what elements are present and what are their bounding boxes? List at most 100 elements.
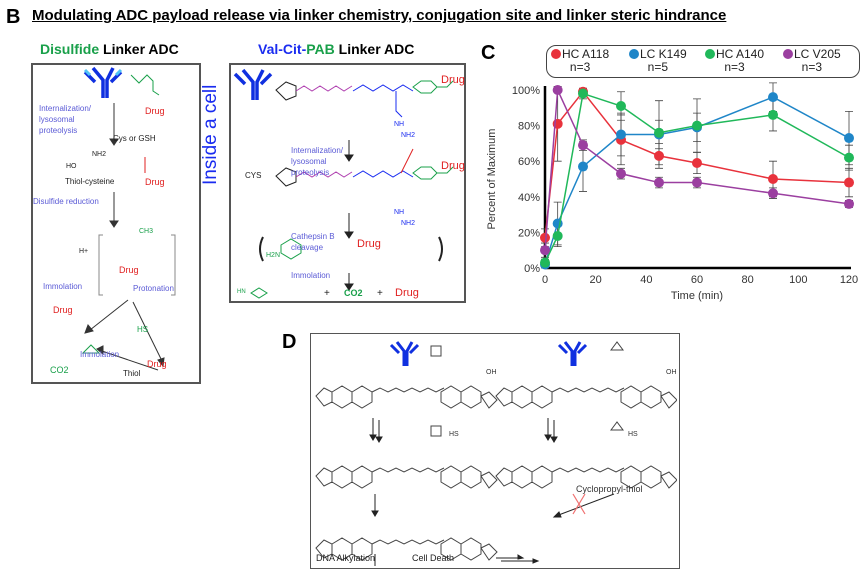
cell-death-label: Cell Death (412, 553, 455, 563)
panel-d-box: HS HS OH OH Cyclopropyl-thiol DNA Alkyla… (310, 333, 680, 569)
data-point (540, 257, 550, 268)
data-point (692, 120, 702, 131)
drug-product-label: Drug (53, 305, 73, 315)
data-point (616, 168, 626, 179)
data-point (844, 198, 854, 209)
drug-label-4: Drug (147, 359, 167, 369)
data-point (844, 177, 854, 188)
x-tick-label: 60 (691, 274, 703, 286)
y-tick-label: 0% (524, 263, 540, 275)
legend-marker-purple (783, 49, 793, 59)
ho-label: HO (66, 163, 77, 170)
x-tick-label: 120 (840, 274, 858, 286)
data-point (768, 174, 778, 184)
drug-label-3: Drug (357, 238, 381, 250)
data-point (654, 127, 664, 138)
dna-alkylation-label: DNA Alkylation (316, 553, 376, 563)
data-point (578, 88, 588, 99)
valcit-title-b: PAB (306, 41, 335, 57)
ch3-label: CH3 (139, 228, 154, 235)
valcit-title-a: Val-Cit- (258, 41, 307, 57)
nh-label: NH (394, 121, 405, 128)
legend-label: HC A118 (562, 47, 610, 61)
valcit-title-rest: Linker ADC (334, 41, 415, 57)
valcit-panel: Drug Internalization/ lysosomal proteoly… (229, 63, 466, 303)
series-line-lc-v205 (544, 87, 850, 251)
protonation-label: Protonation (133, 284, 174, 293)
nh-label-2: NH (394, 209, 405, 216)
legend-label: LC K149 (640, 47, 687, 61)
co2-label: CO2 (344, 288, 363, 298)
x-tick-label: 0 (542, 274, 548, 286)
disulfide-scheme (81, 66, 176, 371)
co2-label: CO2 (50, 365, 69, 375)
data-point (540, 232, 550, 243)
legend-label: HC A140 (716, 47, 765, 61)
disulfide-title: Disulfide Linker ADC (40, 41, 179, 57)
y-tick-label: 20% (518, 227, 540, 239)
x-tick-label: 20 (590, 274, 602, 286)
blocked-cross-icon (572, 493, 586, 515)
drug-label: Drug (441, 74, 465, 86)
y-tick-label: 100% (512, 85, 540, 97)
valcit-title: Val-Cit-PAB Linker ADC (258, 41, 414, 57)
data-point (616, 101, 626, 112)
nh2-label-2: NH2 (401, 220, 416, 227)
plus-1: + (324, 288, 330, 299)
drug-label-2: Drug (441, 160, 465, 172)
antibody-icon (557, 341, 588, 366)
data-point (692, 157, 702, 168)
data-point (578, 161, 588, 172)
oh-label: OH (486, 369, 497, 376)
drug-product: Drug (395, 287, 419, 299)
inside-cell-label: Inside a cell (200, 84, 221, 185)
hs-label-2: HS (628, 431, 638, 438)
panel-letter-c: C (481, 42, 496, 64)
step-immolation: Immolation (291, 271, 331, 280)
data-point (692, 177, 702, 188)
immolation-label-2: Immolation (80, 350, 120, 359)
plus-2: + (377, 288, 383, 299)
legend-marker-blue (629, 49, 639, 59)
reagent-label: Cys or GSH (113, 134, 156, 143)
hplus-label: H+ (79, 248, 89, 255)
legend-marker-red (551, 49, 561, 59)
y-tick-label: 60% (518, 156, 540, 168)
data-point (654, 177, 664, 188)
cys-label: CYS (245, 171, 262, 180)
antibody-icon (233, 68, 273, 100)
data-point (768, 109, 778, 120)
disulfide-title-rest: Linker ADC (99, 41, 179, 57)
data-point (552, 85, 563, 95)
data-point (654, 150, 664, 161)
x-tick-label: 80 (742, 274, 754, 286)
series-line-hc-a140 (544, 92, 850, 263)
nh2-label: NH2 (92, 151, 107, 158)
figure-title: Modulating ADC payload release via linke… (32, 7, 727, 24)
legend-n: n=3 (569, 60, 591, 74)
antibody-icon (389, 341, 420, 366)
oh-label-2: OH (666, 369, 677, 376)
panel-letter-b: B (6, 6, 21, 28)
step-internalization: Internalization/ lysosomal proteolysis (39, 104, 92, 135)
thiol-label: Thiol (123, 369, 141, 378)
disulfide-panel: Internalization/ lysosomal proteolysis D… (31, 63, 201, 384)
data-point (844, 152, 854, 163)
cyclopropyl-thiol-label: Cyclopropyl-thiol (576, 484, 643, 494)
step-internalization: Internalization/ lysosomal proteolysis (291, 146, 344, 177)
legend-marker-green (705, 49, 715, 59)
hs-label: HS (449, 431, 459, 438)
step-disulfide-reduction: Disulfide reduction (33, 197, 99, 206)
data-point (552, 230, 563, 241)
disulfide-title-colored: Disulfide (40, 41, 100, 57)
step-cathepsin: Cathepsin B cleavage (291, 232, 335, 252)
x-tick-label: 40 (640, 274, 652, 286)
pbd-scheme (315, 341, 677, 566)
drug-label: Drug (145, 106, 165, 116)
